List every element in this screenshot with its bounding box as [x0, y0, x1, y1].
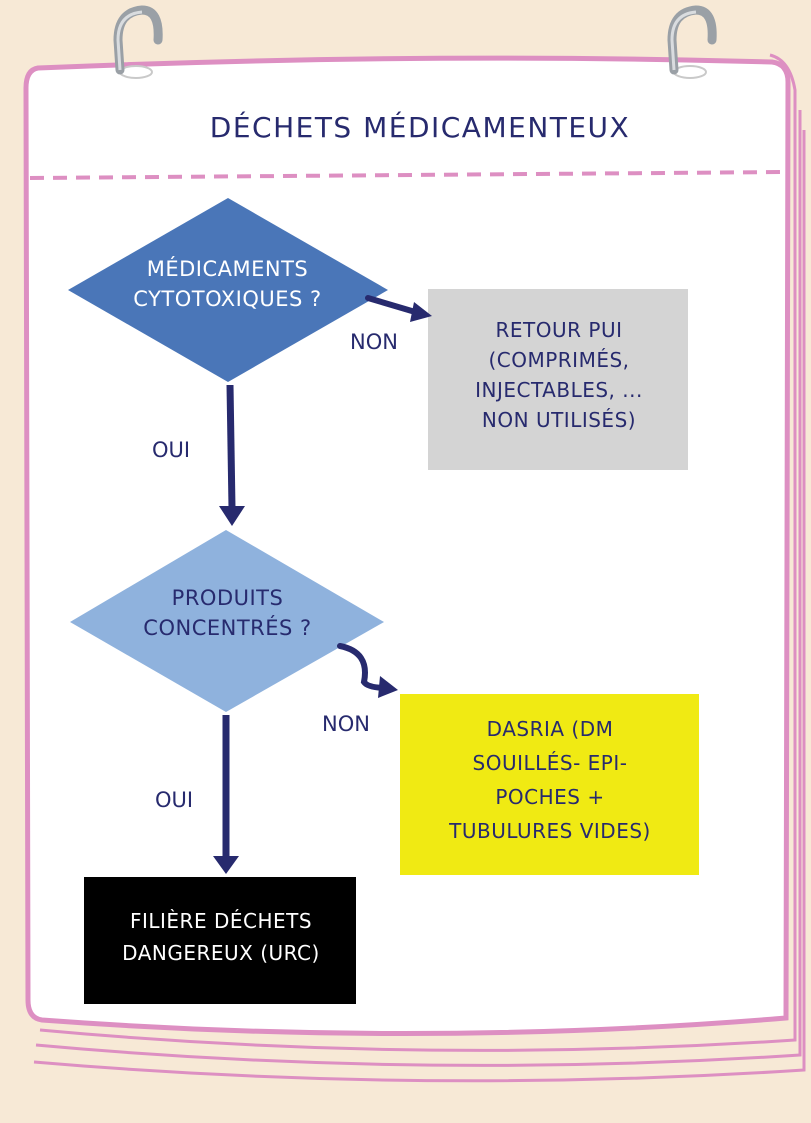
edge-label-non-1: NON [350, 330, 398, 354]
binder-ring-left [113, 5, 163, 79]
edge-label-oui-1: OUI [152, 438, 191, 462]
arrow-oui-2 [213, 715, 239, 874]
page-stack-edge [33, 130, 806, 1083]
decision-cytotoxic-diamond [68, 198, 388, 382]
header-separator [29, 170, 787, 180]
page-title: DÉCHETS MÉDICAMENTEUX [209, 111, 631, 144]
retour-pui-label: RETOUR PUI (COMPRIMÉS, INJECTABLES, ... … [475, 318, 643, 432]
arrow-oui-1 [219, 384, 245, 526]
dasria-label: DASRIA (DM SOUILLÉS- EPI- POCHES + TUBUL… [449, 717, 651, 843]
filiere-box [84, 877, 356, 1004]
arrow-non-1 [365, 295, 432, 322]
edge-label-oui-2: OUI [155, 788, 194, 812]
binder-ring-right [667, 5, 717, 79]
arrow-non-2 [337, 643, 398, 698]
page-stack-edge [35, 110, 802, 1067]
filiere-label: FILIÈRE DÉCHETS DANGEREUX (URC) [122, 909, 320, 965]
retour-pui-box [428, 289, 688, 470]
page-stack-edge [39, 53, 797, 1052]
decision-concentrated-diamond [70, 530, 384, 712]
dasria-box [400, 694, 699, 875]
decision-concentrated-label: PRODUITS CONCENTRÉS ? [143, 586, 312, 640]
edge-label-non-2: NON [322, 712, 370, 736]
decision-cytotoxic-label: MÉDICAMENTS CYTOTOXIQUES ? [133, 257, 322, 311]
